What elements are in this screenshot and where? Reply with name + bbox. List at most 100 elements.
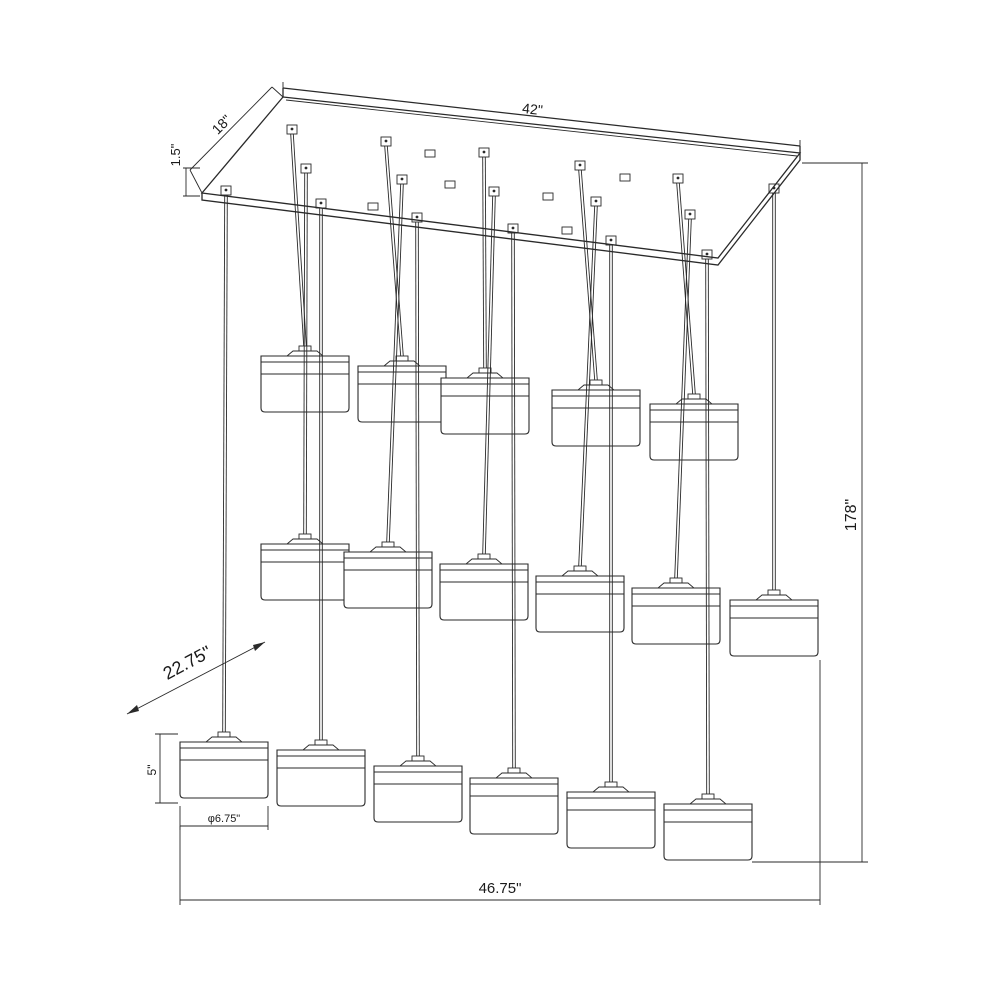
glass-shade (566, 791, 656, 849)
shade-cap (398, 760, 438, 767)
fitter (478, 367, 492, 374)
pendant-light (649, 173, 739, 461)
glass-shade (551, 389, 641, 447)
pendant-light (729, 183, 819, 657)
dim-line (189, 86, 273, 171)
suspension-cord (513, 232, 516, 769)
glass-shade (260, 355, 350, 413)
shade-cap (754, 594, 794, 601)
fitter (701, 793, 715, 800)
cord-grip-screw (290, 127, 294, 131)
cord-grip-screw (688, 212, 692, 216)
cord-grip-screw (578, 163, 582, 167)
cord-grip-screw (511, 226, 515, 230)
dim-shade-diameter: φ6.75" (179, 806, 269, 830)
pendant-light (535, 196, 625, 633)
overall-width-label: 46.75" (479, 880, 522, 897)
cord-grip (701, 249, 713, 260)
dim-arrow (127, 705, 139, 714)
suspension-cord (580, 205, 598, 567)
dim-line (126, 641, 266, 715)
shade-height-label: 5" (145, 765, 159, 776)
dim-shade-height: 5" (145, 733, 178, 804)
fitter (395, 355, 409, 362)
suspension-cord (386, 183, 402, 543)
suspension-cord (676, 218, 692, 579)
fitter (507, 767, 521, 774)
fitter (573, 565, 587, 572)
suspension-cord (484, 156, 487, 369)
fitter (298, 533, 312, 540)
pendant-light (566, 235, 656, 849)
suspension-cord (484, 195, 496, 555)
dim-overall-width: 46.75" (179, 660, 821, 905)
fitter (604, 781, 618, 788)
suspension-cord (482, 195, 494, 555)
dim-line (285, 99, 798, 157)
pendant-light (343, 174, 433, 609)
glass-shade (179, 741, 269, 799)
suspension-cord (674, 218, 690, 579)
cord-grip (380, 136, 392, 147)
suspension-cord (580, 169, 598, 381)
fitter (767, 589, 781, 596)
cord-grip (672, 173, 684, 184)
shade-cap (656, 582, 696, 589)
shade-cap (576, 384, 616, 391)
shade-cap (204, 736, 244, 743)
canopy-depth-label: 18" (209, 112, 235, 138)
cord-grip (300, 163, 312, 174)
suspension-cord (222, 194, 226, 733)
dim-overall-depth: 22.75" (126, 641, 266, 715)
fitter (314, 739, 328, 746)
cord-grip (315, 198, 327, 209)
glass-shade (663, 803, 753, 861)
glass-shade (649, 403, 739, 461)
dim-overall-height: 178" (752, 162, 868, 863)
shade-cap (591, 786, 631, 793)
shade-cap (368, 546, 408, 553)
glass-shade (373, 765, 463, 823)
cord-grip (574, 160, 586, 171)
overall-height-label: 178" (843, 499, 860, 531)
shade-cap (285, 538, 325, 545)
suspension-cord (224, 194, 228, 733)
pendant-light (663, 249, 753, 861)
glass-shade (729, 599, 819, 657)
dim-ext (189, 169, 203, 194)
cord-grip-screw (415, 215, 419, 219)
cord-grip (507, 223, 519, 234)
cord-grip-screw (304, 166, 308, 170)
canopy (200, 87, 802, 266)
shade-cap (382, 360, 422, 367)
suspension-cord (678, 182, 696, 395)
canopy-edge (201, 153, 801, 266)
canopy-screw-cover (424, 149, 436, 158)
pendant-light (276, 198, 366, 807)
fitter (669, 577, 683, 584)
glass-shade (440, 377, 530, 435)
pendant-light (440, 147, 530, 435)
pendant-light (551, 160, 641, 447)
dim-canopy-depth: 18" (189, 86, 284, 194)
cord-grip-screw (609, 238, 613, 242)
fitter (217, 731, 231, 738)
dim-arrow (253, 642, 265, 651)
cord-grip-screw (482, 150, 486, 154)
suspension-cord (705, 258, 708, 795)
cord-grip-screw (676, 176, 680, 180)
pendant-light (179, 185, 269, 799)
glass-shade (535, 575, 625, 633)
shade-cap (688, 798, 728, 805)
canopy-screws (367, 149, 631, 235)
suspension-cord (511, 232, 514, 769)
canopy-back-top (282, 87, 801, 147)
shade-cap (465, 372, 505, 379)
shade-diameter-label: φ6.75" (208, 813, 241, 825)
glass-shade (343, 551, 433, 609)
pendants (179, 124, 819, 861)
pendant-light (260, 124, 350, 413)
cord-grip-screw (224, 188, 228, 192)
suspension-cord (415, 221, 418, 757)
